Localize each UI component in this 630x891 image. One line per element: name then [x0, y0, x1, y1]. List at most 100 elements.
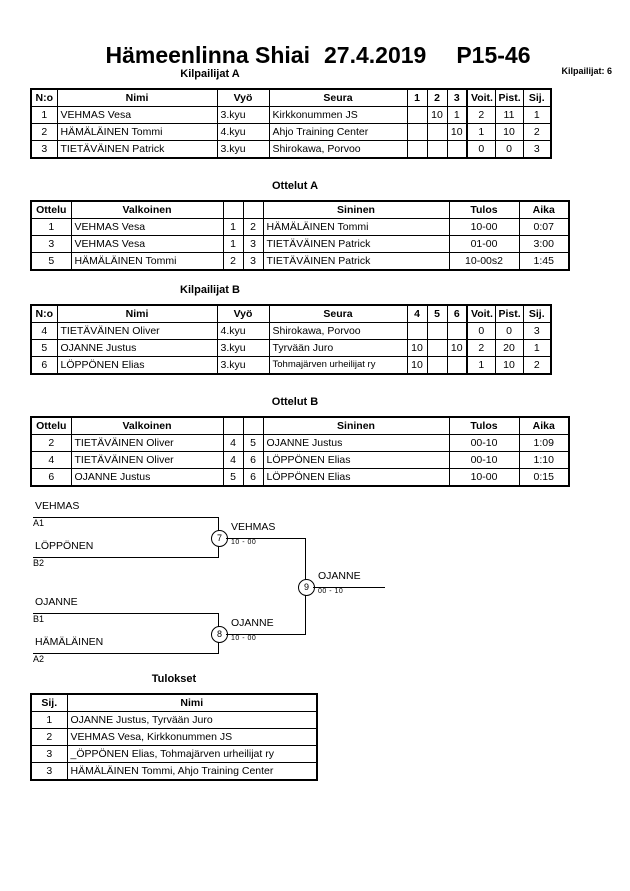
caption-pool-a: Kilpailijat A: [180, 68, 240, 80]
cell-voit: 0: [466, 140, 496, 159]
col-pist: Pist.: [494, 304, 524, 323]
cell-white-no: 4: [222, 451, 244, 469]
bracket-champion-name: OJANNE: [318, 570, 361, 582]
cell-pist: 10: [494, 123, 524, 141]
table-header-row: N:o Nimi Vyö Seura 4 5 6 Voit. Pist. Sij…: [30, 304, 552, 323]
cell-match-5: [426, 339, 448, 357]
cell-sininen: HÄMÄLÄINEN Tommi: [262, 218, 450, 236]
cell-valkoinen: VEHMAS Vesa: [70, 218, 224, 236]
table-row: 4 TIETÄVÄINEN Oliver 4.kyu Shirokawa, Po…: [30, 322, 552, 340]
cell-blue-no: 5: [242, 434, 264, 452]
col-aika: Aika: [518, 416, 570, 435]
cell-voit: 0: [466, 322, 496, 340]
cell-pist: 10: [494, 356, 524, 375]
cell-match-2: [426, 140, 448, 159]
cell-tulos: 10-00s2: [448, 252, 520, 271]
col-match-4: 4: [406, 304, 428, 323]
event-name: Hämeenlinna Shiai: [105, 42, 310, 68]
cell-seura: Kirkkonummen JS: [268, 106, 408, 124]
bracket-match-score: 00 - 10: [318, 588, 344, 595]
col-seura: Seura: [268, 304, 408, 323]
cell-pist: 0: [494, 140, 524, 159]
cell-aika: 3:00: [518, 235, 570, 253]
caption-results: Tulokset: [151, 673, 197, 685]
cell-no: 6: [30, 356, 58, 375]
cell-valkoinen: TIETÄVÄINEN Oliver: [70, 451, 224, 469]
col-voit: Voit.: [466, 88, 496, 107]
cell-tulos: 01-00: [448, 235, 520, 253]
col-match-5: 5: [426, 304, 448, 323]
cell-white-no: 4: [222, 434, 244, 452]
cell-match-1: [406, 123, 428, 141]
col-ottelu: Ottelu: [30, 200, 72, 219]
cell-nimi: OJANNE Justus, Tyrvään Juro: [66, 711, 318, 729]
col-valkoinen: Valkoinen: [70, 416, 224, 435]
bracket-entrant-name: HÄMÄLÄINEN: [35, 636, 104, 648]
cell-vyo: 4.kyu: [216, 322, 270, 340]
knockout-bracket: VEHMAS A1 LÖPPÖNEN B2 7 VEHMAS 10 - 00 O…: [0, 495, 630, 670]
cell-voit: 2: [466, 106, 496, 124]
cell-pist: 20: [494, 339, 524, 357]
col-voit: Voit.: [466, 304, 496, 323]
table-row: 3 VEHMAS Vesa 1 3 TIETÄVÄINEN Patrick 01…: [30, 235, 570, 253]
col-sininen: Sininen: [262, 416, 450, 435]
table-row: 6 LÖPPÖNEN Elias 3.kyu Tohmajärven urhei…: [30, 356, 552, 375]
col-vyo: Vyö: [216, 88, 270, 107]
cell-ottelu: 2: [30, 434, 72, 452]
cell-pist: 0: [494, 322, 524, 340]
cell-sij: 2: [30, 728, 68, 746]
cell-sij: 1: [30, 711, 68, 729]
table-header-row: Sij. Nimi: [30, 693, 318, 712]
table-pool-a: N:o Nimi Vyö Seura 1 2 3 Voit. Pist. Sij…: [30, 88, 552, 159]
cell-aika: 1:09: [518, 434, 570, 452]
cell-tulos: 10-00: [448, 218, 520, 236]
table-row: 3 _ÖPPÖNEN Elias, Tohmajärven urheilijat…: [30, 745, 318, 763]
cell-nimi: LÖPPÖNEN Elias: [56, 356, 218, 375]
caption-pool-b: Kilpailijat B: [180, 284, 240, 296]
cell-valkoinen: TIETÄVÄINEN Oliver: [70, 434, 224, 452]
table-row: 1 OJANNE Justus, Tyrvään Juro: [30, 711, 318, 729]
cell-nimi: VEHMAS Vesa, Kirkkonummen JS: [66, 728, 318, 746]
cell-voit: 1: [466, 123, 496, 141]
cell-aika: 0:15: [518, 468, 570, 487]
event-category: P15-46: [456, 42, 531, 68]
col-pist: Pist.: [494, 88, 524, 107]
bracket-line: [33, 613, 218, 614]
bracket-entrant-name: LÖPPÖNEN: [35, 540, 94, 552]
table-row: 3 HÄMÄLÄINEN Tommi, Ahjo Training Center: [30, 762, 318, 781]
cell-sij: 3: [522, 322, 552, 340]
col-nimi: Nimi: [56, 304, 218, 323]
cell-sij: 2: [522, 123, 552, 141]
cell-vyo: 4.kyu: [216, 123, 270, 141]
cell-sininen: TIETÄVÄINEN Patrick: [262, 252, 450, 271]
cell-aika: 0:07: [518, 218, 570, 236]
cell-blue-no: 3: [242, 252, 264, 271]
bracket-line: [33, 653, 218, 654]
col-blue-no: [242, 200, 264, 219]
cell-white-no: 1: [222, 218, 244, 236]
bracket-match-score: 10 - 00: [231, 635, 257, 642]
cell-valkoinen: VEHMAS Vesa: [70, 235, 224, 253]
cell-ottelu: 6: [30, 468, 72, 487]
col-sij: Sij.: [30, 693, 68, 712]
table-header-row: Ottelu Valkoinen Sininen Tulos Aika: [30, 200, 570, 219]
col-match-2: 2: [426, 88, 448, 107]
cell-seura: Tohmajärven urheilijat ry: [268, 356, 408, 375]
cell-match-5: [426, 322, 448, 340]
cell-voit: 2: [466, 339, 496, 357]
bracket-winner-name: VEHMAS: [231, 521, 276, 533]
cell-sininen: OJANNE Justus: [262, 434, 450, 452]
cell-match-6: [446, 356, 468, 375]
cell-match-4: 10: [406, 356, 428, 375]
bracket-winner-name: OJANNE: [231, 617, 274, 629]
cell-white-no: 1: [222, 235, 244, 253]
event-date: 27.4.2019: [324, 42, 427, 68]
cell-blue-no: 3: [242, 235, 264, 253]
cell-nimi: HÄMÄLÄINEN Tommi, Ahjo Training Center: [66, 762, 318, 781]
bracket-line: [33, 517, 218, 518]
cell-voit: 1: [466, 356, 496, 375]
cell-nimi: VEHMAS Vesa: [56, 106, 218, 124]
cell-sininen: TIETÄVÄINEN Patrick: [262, 235, 450, 253]
cell-match-3: 10: [446, 123, 468, 141]
